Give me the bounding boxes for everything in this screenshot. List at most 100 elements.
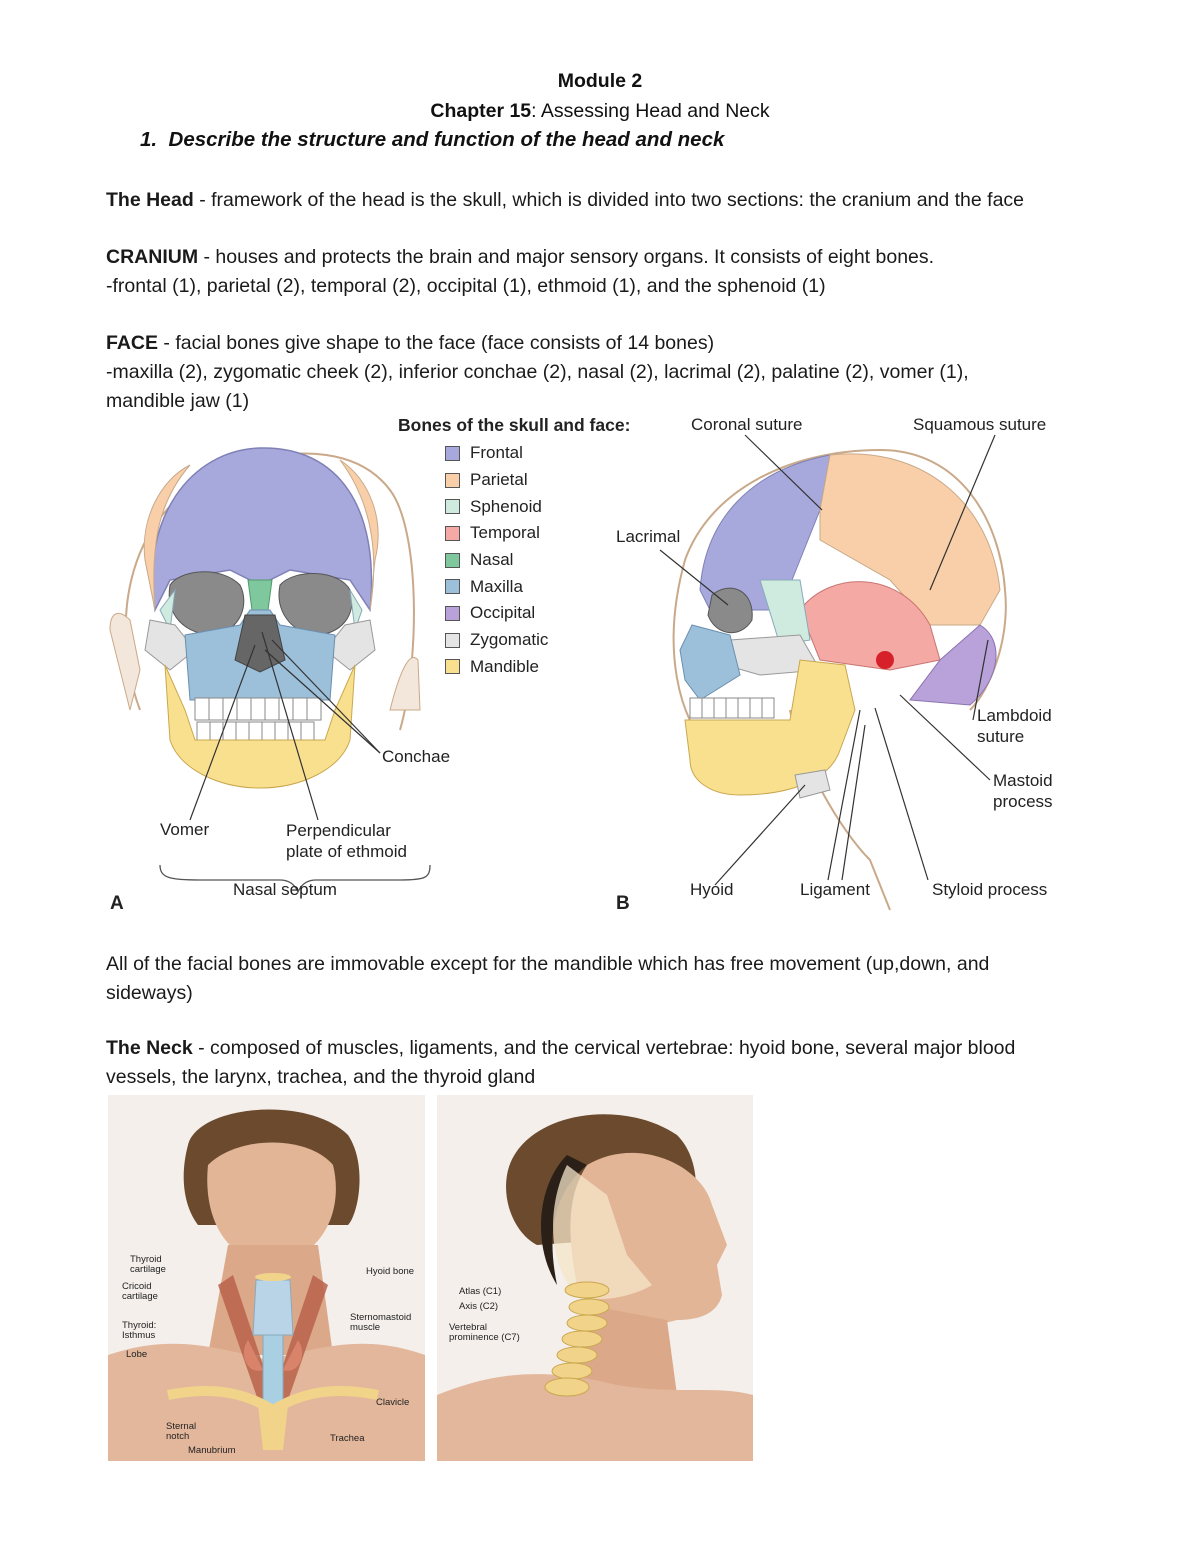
legend-label: Occipital	[470, 603, 536, 623]
side-skull-drawing	[659, 434, 1007, 911]
legend-label: Mandible	[470, 656, 539, 676]
skull-illustration	[109, 434, 1007, 911]
legend-item: Occipital	[445, 600, 548, 627]
legend-title: Bones of the skull and face:	[398, 415, 631, 435]
head-text: - framework of the head is the skull, wh…	[193, 189, 1025, 211]
chapter-subtitle: : Assessing Head and Neck	[531, 100, 770, 122]
label-lacrimal: Lacrimal	[616, 527, 681, 546]
head-term: The Head	[106, 189, 194, 211]
label-ligament: Ligament	[800, 880, 870, 899]
label-conchae: Conchae	[382, 747, 451, 766]
mandible-line2: sideways)	[106, 982, 193, 1004]
label-vertebral-line2: prominence (C7)	[449, 1332, 520, 1343]
legend-label: Frontal	[470, 443, 523, 463]
legend-item: Nasal	[445, 547, 548, 574]
legend-swatch	[445, 472, 460, 488]
label-manubrium: Manubrium	[188, 1445, 236, 1456]
legend-label: Nasal	[470, 550, 514, 570]
label-scm-line1: Sternomastoid	[350, 1312, 412, 1323]
legend-swatch	[445, 552, 460, 568]
legend-label: Maxilla	[470, 576, 523, 596]
neck-text-line2: vessels, the larynx, trachea, and the th…	[106, 1066, 536, 1088]
neck-front-illustration	[108, 1109, 425, 1461]
legend-swatch	[445, 579, 460, 595]
legend-swatch	[445, 525, 460, 541]
label-hyoid-bone: Hyoid bone	[366, 1266, 415, 1277]
label-cricoid-line1: Cricoid	[122, 1281, 152, 1292]
neck-paragraph: The Neck - composed of muscles, ligament…	[106, 1034, 1015, 1092]
legend-swatch	[445, 632, 460, 648]
label-lambdoid-line2: suture	[977, 727, 1025, 746]
head-paragraph: The Head - framework of the head is the …	[106, 186, 1024, 215]
label-perpendicular-plate: Perpendicular plate of ethmoid	[286, 820, 407, 862]
cranium-term: CRANIUM	[106, 246, 199, 268]
legend-label: Zygomatic	[470, 630, 549, 650]
label-axis: Axis (C2)	[459, 1301, 499, 1312]
label-lambdoid-line1: Lambdoid	[977, 706, 1052, 725]
neck-term: The Neck	[106, 1037, 193, 1059]
label-sternal-line1: Sternal	[166, 1421, 197, 1432]
label-lambdoid-suture: Lambdoid suture	[977, 705, 1052, 747]
neck-text-line1: - composed of muscles, ligaments, and th…	[192, 1037, 1016, 1059]
legend-item: Zygomatic	[445, 627, 548, 654]
label-isthmus-line1: Thyroid:	[122, 1320, 157, 1331]
label-perpendicular-line1: Perpendicular	[286, 821, 391, 840]
mandible-line1: All of the facial bones are immovable ex…	[106, 953, 990, 975]
label-perpendicular-line2: plate of ethmoid	[286, 842, 407, 861]
cranium-text: - houses and protects the brain and majo…	[198, 246, 935, 268]
objective-number: 1.	[140, 128, 158, 151]
label-isthmus-line2: Isthmus	[122, 1330, 156, 1341]
chapter-number: Chapter 15	[430, 100, 532, 122]
neck-side-illustration	[437, 1114, 753, 1461]
label-nasal-septum: Nasal septum	[233, 880, 337, 899]
label-mastoid-line1: Mastoid	[993, 771, 1053, 790]
label-styloid-process: Styloid process	[932, 880, 1048, 899]
legend-label: Temporal	[470, 523, 540, 543]
label-thyroid-cartilage-line1: Thyroid	[130, 1254, 162, 1265]
label-scm-line2: muscle	[350, 1322, 381, 1333]
module-title: Module 2	[557, 70, 643, 92]
panel-b-letter: B	[616, 893, 630, 914]
label-vertebral-line1: Vertebral	[449, 1322, 488, 1333]
label-cricoid-line2: cartilage	[122, 1291, 158, 1302]
legend-label: Sphenoid	[470, 496, 542, 516]
label-squamous-suture: Squamous suture	[913, 415, 1047, 434]
legend-item: Temporal	[445, 520, 548, 547]
label-hyoid: Hyoid	[690, 880, 734, 899]
objective-text: Describe the structure and function of t…	[168, 128, 725, 151]
panel-a-letter: A	[110, 893, 124, 914]
face-list-line2: mandible jaw (1)	[106, 390, 250, 412]
legend-item: Frontal	[445, 440, 548, 467]
label-mastoid-line2: process	[993, 792, 1053, 811]
front-skull-drawing	[109, 447, 431, 894]
label-clavicle: Clavicle	[376, 1397, 410, 1408]
label-trachea: Trachea	[330, 1433, 365, 1444]
legend-item: Mandible	[445, 654, 548, 681]
label-atlas: Atlas (C1)	[459, 1286, 502, 1297]
face-text: - facial bones give shape to the face (f…	[158, 332, 715, 354]
face-paragraph: FACE - facial bones give shape to the fa…	[106, 329, 969, 416]
legend-swatch	[445, 659, 460, 675]
face-list-line1: -maxilla (2), zygomatic cheek (2), infer…	[106, 361, 969, 383]
label-sternal-line2: notch	[166, 1431, 190, 1442]
legend-item: Sphenoid	[445, 493, 548, 520]
legend-item: Parietal	[445, 467, 548, 494]
legend-swatch	[445, 445, 460, 461]
chapter-title: Chapter 15: Assessing Head and Neck	[0, 100, 1200, 123]
label-lobe: Lobe	[126, 1349, 148, 1360]
label-coronal-suture: Coronal suture	[691, 415, 803, 434]
label-thyroid-cartilage-line2: cartilage	[130, 1264, 166, 1275]
objective-heading: 1. Describe the structure and function o…	[140, 128, 724, 152]
legend-swatch	[445, 605, 460, 621]
cranium-paragraph: CRANIUM - houses and protects the brain …	[106, 243, 934, 301]
face-term: FACE	[106, 332, 159, 354]
cranium-list: -frontal (1), parietal (2), temporal (2)…	[106, 275, 826, 297]
